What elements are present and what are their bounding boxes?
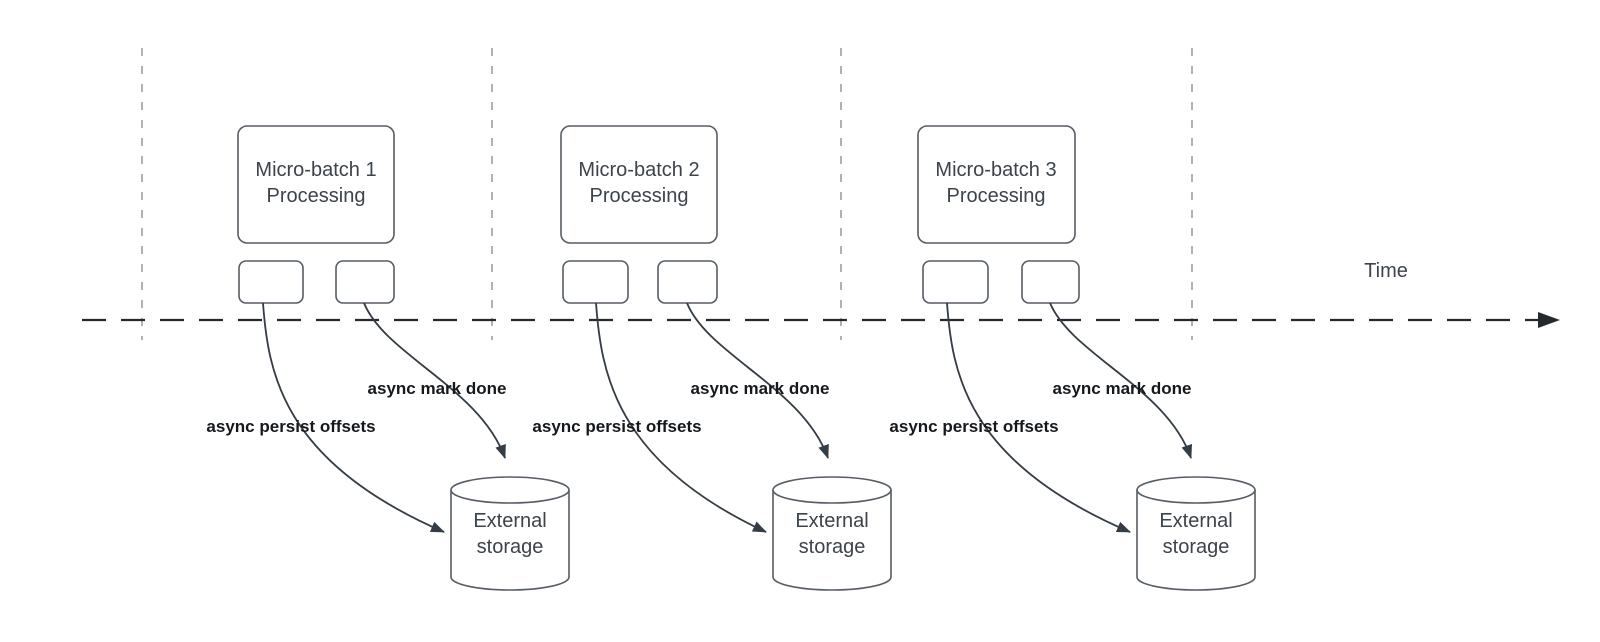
persist-offsets-label-3: async persist offsets xyxy=(889,417,1059,436)
micro-batch-1-box xyxy=(237,125,395,244)
micro-batch-1-task-1-box xyxy=(238,260,304,304)
external-storage-1-label: External storage xyxy=(473,510,547,558)
external-storage-2-cylinder xyxy=(772,476,892,591)
mark-done-label-3: async mark done xyxy=(1052,379,1192,398)
micro-batch-1-label: Micro-batch 1 Processing xyxy=(255,159,377,207)
mark-done-arrow-3 xyxy=(1049,302,1192,459)
persist-offsets-arrow-1 xyxy=(262,302,445,533)
persist-offsets-arrow-2 xyxy=(595,302,767,533)
micro-batch-3-box xyxy=(917,125,1076,244)
micro-batch-3-task-1-box xyxy=(922,260,989,304)
micro-batch-1-task-2-box xyxy=(335,260,395,304)
micro-batch-3-label: Micro-batch 3 Processing xyxy=(935,159,1057,207)
external-storage-2-label: External storage xyxy=(795,510,869,558)
micro-batch-2-task-2-box xyxy=(657,260,718,304)
micro-batch-2-label: Micro-batch 2 Processing xyxy=(578,159,700,207)
micro-batch-2-task-1-box xyxy=(562,260,629,304)
persist-offsets-label-2: async persist offsets xyxy=(532,417,702,436)
time-axis-label: Time xyxy=(1364,260,1408,282)
external-storage-3-label: External storage xyxy=(1159,510,1233,558)
mark-done-label-1: async mark done xyxy=(367,379,507,398)
mark-done-arrow-1 xyxy=(363,302,506,459)
external-storage-1-cylinder xyxy=(450,476,570,591)
persist-offsets-label-1: async persist offsets xyxy=(206,417,376,436)
micro-batch-2-box xyxy=(560,125,718,244)
mark-done-arrow-2 xyxy=(686,302,829,459)
persist-offsets-arrow-3 xyxy=(946,302,1131,533)
micro-batch-3-task-2-box xyxy=(1021,260,1080,304)
mark-done-label-2: async mark done xyxy=(690,379,830,398)
external-storage-3-cylinder xyxy=(1136,476,1256,591)
